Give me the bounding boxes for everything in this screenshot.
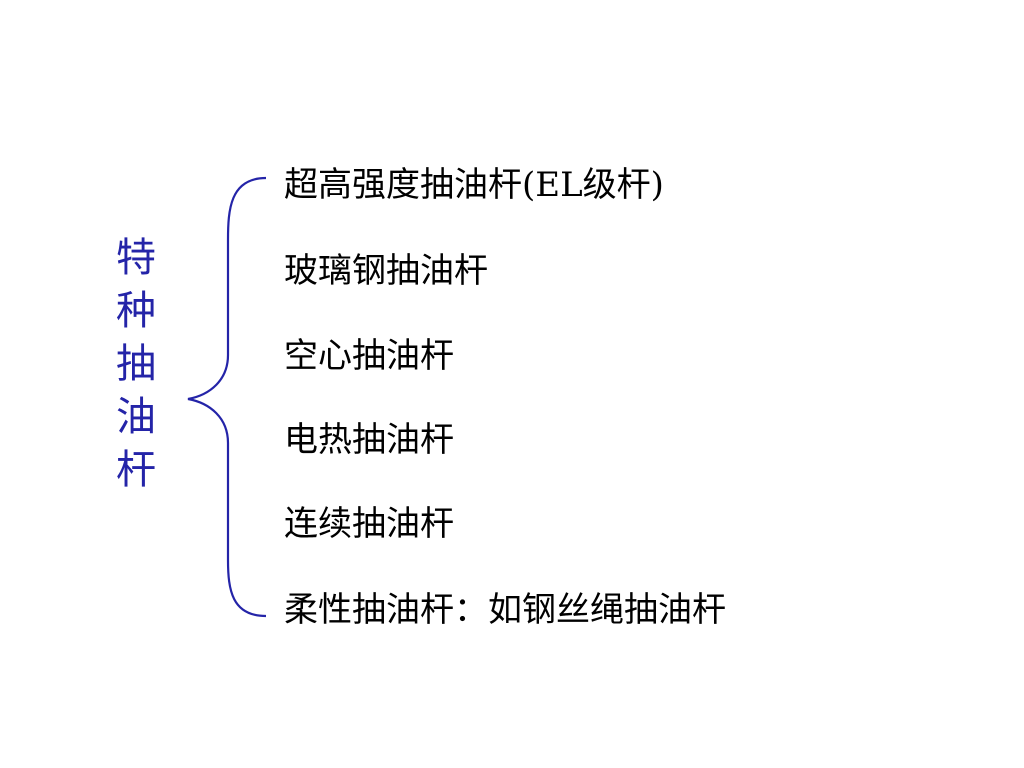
- title-char: 抽: [116, 341, 156, 387]
- list-item: 连续抽油杆: [284, 504, 454, 544]
- title-char: 杆: [116, 447, 156, 493]
- list-item: 柔性抽油杆：如钢丝绳抽油杆: [284, 590, 726, 630]
- title-char: 特: [116, 235, 156, 281]
- curly-brace-icon: [187, 176, 267, 618]
- vertical-title: 特 种 抽 油 杆: [108, 232, 164, 497]
- title-char: 油: [116, 394, 156, 440]
- list-item: 电热抽油杆: [284, 420, 454, 460]
- list-item: 超高强度抽油杆(EL级杆): [284, 165, 664, 205]
- title-char: 种: [116, 288, 156, 334]
- list-item: 玻璃钢抽油杆: [284, 251, 488, 291]
- list-item: 空心抽油杆: [284, 336, 454, 376]
